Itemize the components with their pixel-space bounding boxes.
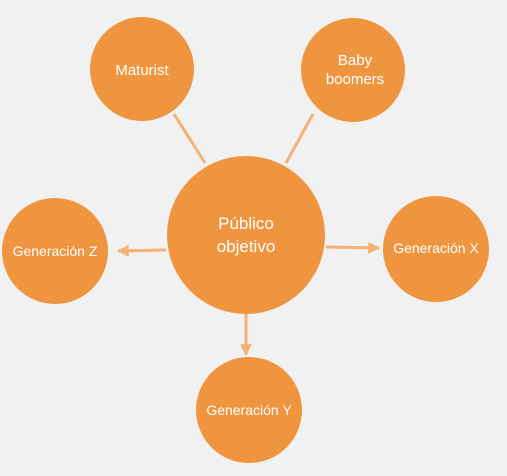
center-node: Público objetivo bbox=[167, 156, 325, 314]
node-generacion-y: Generación Y bbox=[196, 357, 302, 463]
node-maturist: Maturist bbox=[90, 17, 194, 121]
center-label-line2: objetivo bbox=[217, 237, 276, 256]
node-generacion-x: Generación X bbox=[383, 196, 489, 302]
node-baby-boomers-label-line2: boomers bbox=[326, 71, 384, 88]
connector-maturist bbox=[172, 113, 207, 164]
node-generacion-z: Generación Z bbox=[2, 198, 108, 304]
center-label-line1: Público bbox=[218, 214, 274, 233]
node-generacion-x-label: Generación X bbox=[393, 240, 479, 256]
node-maturist-label: Maturist bbox=[115, 62, 169, 79]
connector-generacion-z bbox=[116, 244, 167, 257]
node-generacion-y-label: Generación Y bbox=[206, 402, 292, 418]
connector-generacion-x bbox=[325, 241, 381, 254]
connector-baby-boomers bbox=[284, 113, 315, 164]
node-generacion-z-label: Generación Z bbox=[13, 243, 98, 259]
node-baby-boomers: Baby boomers bbox=[301, 18, 405, 122]
node-baby-boomers-label-line1: Baby bbox=[338, 52, 373, 69]
